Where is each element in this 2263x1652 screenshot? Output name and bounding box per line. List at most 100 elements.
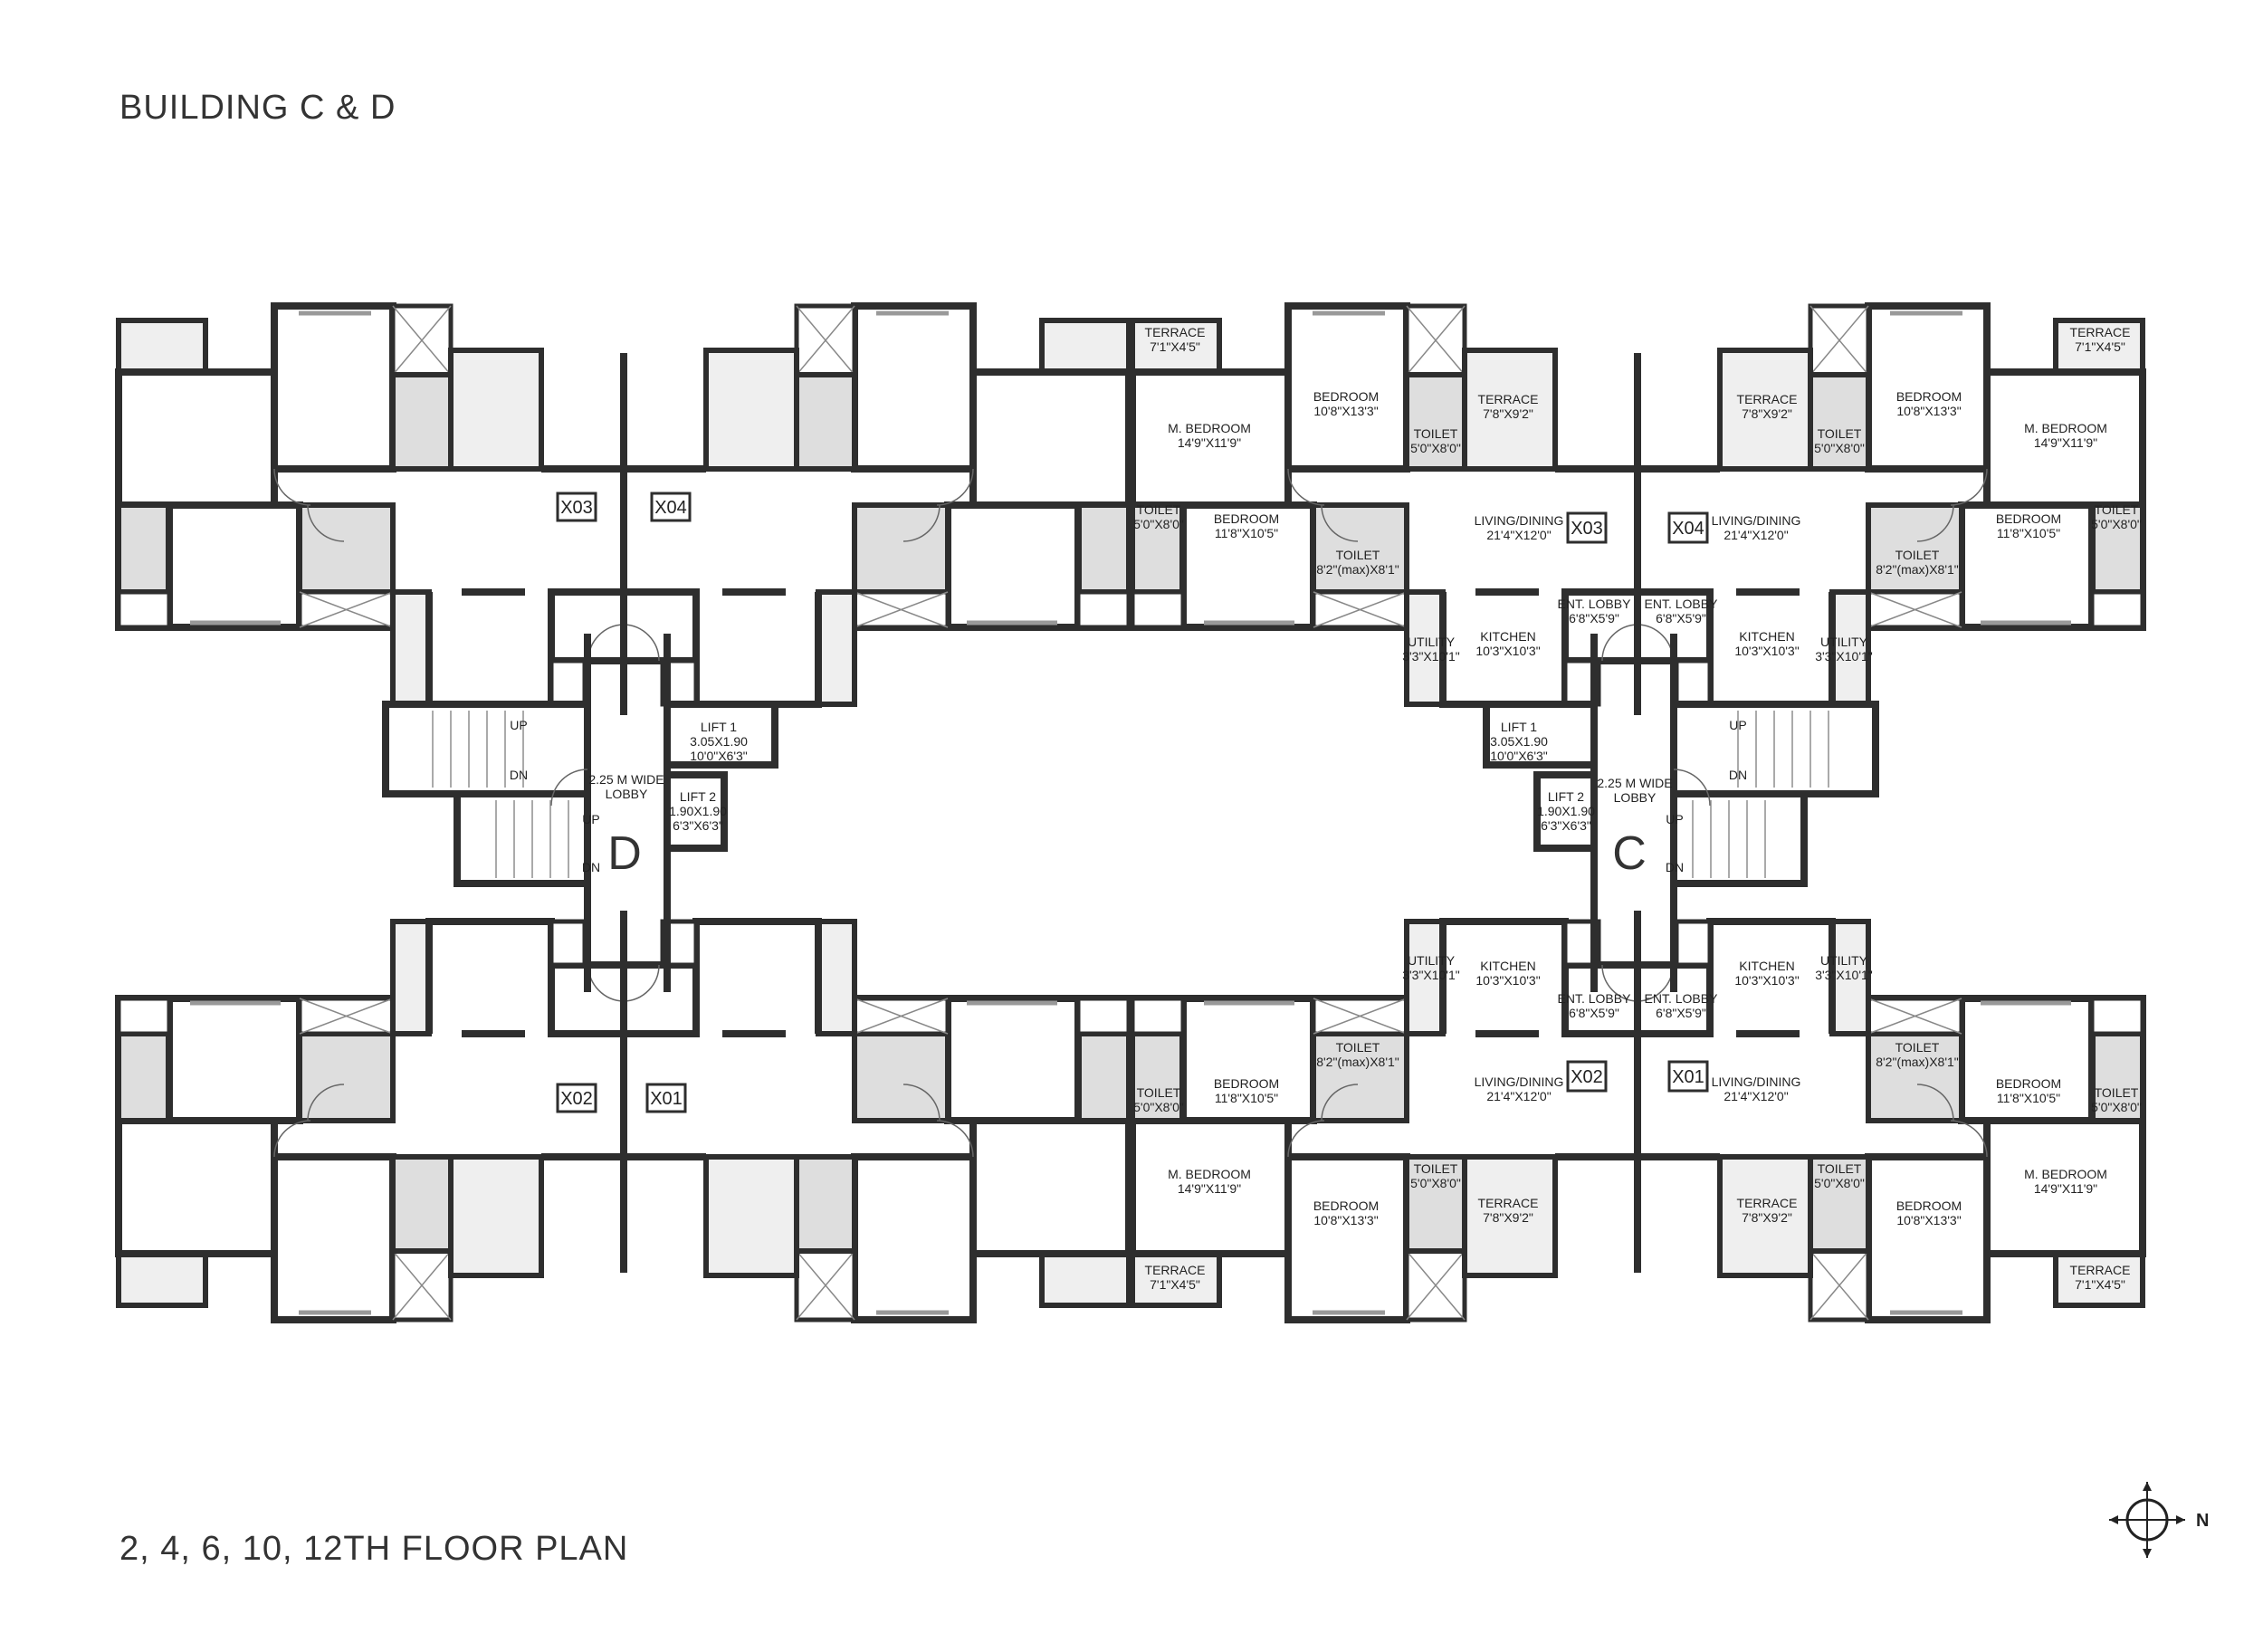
room-size: 11'8"X10'5" (1215, 1091, 1278, 1105)
room-size: 7'8"X9'2" (1742, 406, 1792, 421)
room-size: 8'2"(max)X8'1" (1876, 1055, 1959, 1069)
stair-up-label: UP (510, 718, 527, 732)
lift2-imperial: 6'3"X6'3" (1541, 818, 1591, 833)
room-size: 7'8"X9'2" (1742, 1210, 1792, 1225)
room-name: KITCHEN (1739, 959, 1794, 973)
building-c-plan (1132, 306, 2143, 1320)
stair-dn-label: DN (1729, 768, 1747, 782)
room-name: KITCHEN (1480, 959, 1535, 973)
room-name: TERRACE (1478, 1196, 1539, 1210)
room-size: 7'1"X4'5" (1150, 339, 1200, 354)
room-name: TOILET (1414, 1161, 1458, 1176)
unit-d-x02 (119, 911, 624, 1320)
room-size: 11'8"X10'5" (1997, 526, 2060, 540)
room-size: 6'8"X5'9" (1656, 611, 1706, 625)
d-unit-codes: X03 X04 X02 X01 (556, 492, 692, 1113)
room-name: TOILET (1336, 1040, 1380, 1055)
lift2-metric: 1.90X1.90 (1537, 804, 1595, 818)
building-d-plan (119, 306, 1129, 1320)
room-name: TERRACE (1478, 392, 1539, 406)
room-name: ENT. LOBBY (1558, 991, 1632, 1006)
unit-code-box (1566, 1060, 1608, 1093)
room-size: 5'0"X8'0" (1814, 1176, 1865, 1190)
room-size: 14'9"X11'9" (2034, 435, 2097, 450)
room-name: TERRACE (1145, 1263, 1206, 1277)
room-size: 10'8"X13'3" (1313, 404, 1378, 418)
room-name: BEDROOM (1896, 389, 1962, 404)
room-size: 5'0"X8'0" (2091, 1100, 2142, 1114)
room-name: TOILET (1414, 426, 1458, 441)
room-name: TERRACE (1737, 392, 1798, 406)
room-size: 7'1"X4'5" (2075, 1277, 2125, 1292)
room-name: TOILET (1895, 1040, 1940, 1055)
room-size: 3'3"X10'1" (1402, 649, 1460, 664)
stair-dn-label: DN (582, 860, 600, 874)
lift2-imperial: 6'3"X6'3" (673, 818, 723, 833)
room-name: UTILITY (1408, 635, 1456, 649)
room-name: LIVING/DINING (1712, 1074, 1801, 1089)
unit-c-x02 (1132, 911, 1638, 1320)
room-size: 8'2"(max)X8'1" (1316, 1055, 1399, 1069)
unit-code-x04: X04 (1672, 519, 1704, 539)
room-name: M. BEDROOM (1168, 1167, 1251, 1181)
room-name: TOILET (2095, 1085, 2139, 1100)
building-d-letter: D (607, 827, 642, 880)
stair-dn-label: DN (1666, 860, 1684, 874)
lift1-label: LIFT 1 (701, 720, 737, 734)
unit-d-x01 (624, 911, 1129, 1320)
room-name: TERRACE (2070, 1263, 2131, 1277)
room-name: TOILET (1137, 502, 1181, 517)
room-name: BEDROOM (1996, 1076, 2061, 1091)
unit-d-x04 (624, 306, 1129, 715)
room-size: 21'4"X12'0" (1724, 528, 1788, 542)
room-size: 7'1"X4'5" (1150, 1277, 1200, 1292)
unit-code-box (1566, 511, 1608, 544)
unit-code-x02: X02 (1571, 1067, 1603, 1087)
room-size: 21'4"X12'0" (1486, 1089, 1551, 1103)
room-size: 5'0"X8'0" (1133, 1100, 1184, 1114)
unit-code-x01: X01 (650, 1089, 683, 1109)
room-name: M. BEDROOM (2024, 1167, 2107, 1181)
lobby-label: 2.25 M WIDE (1597, 776, 1672, 790)
room-size: 5'0"X8'0" (2091, 517, 2142, 531)
room-size: 7'8"X9'2" (1483, 406, 1533, 421)
room-name: UTILITY (1408, 953, 1456, 968)
room-name: M. BEDROOM (2024, 421, 2107, 435)
sheet-title: BUILDING C & D (119, 89, 396, 127)
lift1-metric: 3.05X1.90 (690, 734, 748, 749)
room-name: M. BEDROOM (1168, 421, 1251, 435)
room-size: 7'8"X9'2" (1483, 1210, 1533, 1225)
stair-up-label: UP (1729, 718, 1746, 732)
room-size: 6'8"X5'9" (1569, 611, 1619, 625)
room-name: UTILITY (1820, 953, 1868, 968)
room-size: 21'4"X12'0" (1486, 528, 1551, 542)
room-size: 14'9"X11'9" (1178, 1181, 1241, 1196)
compass-north-label: N (2196, 1511, 2209, 1531)
room-size: 7'1"X4'5" (2075, 339, 2125, 354)
lobby-label-2: LOBBY (1614, 790, 1657, 805)
room-name: BEDROOM (1896, 1198, 1962, 1213)
lift1-label: LIFT 1 (1501, 720, 1537, 734)
room-size: 10'3"X10'3" (1734, 973, 1799, 988)
room-name: TOILET (1818, 426, 1862, 441)
lobby-label: 2.25 M WIDE (588, 772, 664, 787)
room-name: BEDROOM (1313, 1198, 1379, 1213)
unit-c-x04 (1638, 306, 2143, 715)
lift1-metric: 3.05X1.90 (1490, 734, 1548, 749)
sheet-footer-title: 2, 4, 6, 10, 12TH FLOOR PLAN (119, 1530, 629, 1568)
room-size: 5'0"X8'0" (1133, 517, 1184, 531)
room-name: KITCHEN (1480, 629, 1535, 644)
room-size: 6'8"X5'9" (1656, 1006, 1706, 1020)
room-name: KITCHEN (1739, 629, 1794, 644)
lift2-label: LIFT 2 (1548, 789, 1584, 804)
room-size: 14'9"X11'9" (2034, 1181, 2097, 1196)
unit-code-x03: X03 (560, 498, 593, 518)
room-name: TERRACE (1737, 1196, 1798, 1210)
room-size: 5'0"X8'0" (1410, 441, 1461, 455)
room-name: ENT. LOBBY (1645, 597, 1719, 611)
room-size: 11'8"X10'5" (1997, 1091, 2060, 1105)
